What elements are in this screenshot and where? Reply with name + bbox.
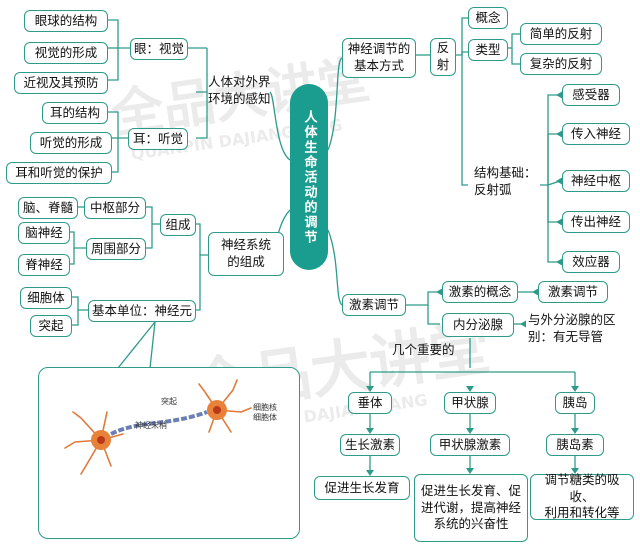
ear-item-protection: 耳和听觉的保护: [6, 162, 112, 184]
neuron-illustration: [64, 379, 252, 475]
composition-node: 组成: [160, 214, 196, 236]
reflex-node: 反 射: [430, 38, 456, 76]
eye-item-formation: 视觉的形成: [24, 42, 108, 64]
brain-spinal-node: 脑、脊髓: [18, 197, 78, 219]
nerve-regulation-node: 神经调节的 基本方式: [342, 38, 416, 78]
cranial-nerve-node: 脑神经: [18, 222, 70, 244]
effect-insulin: 调节糖类的吸收、 利用和转化等: [530, 472, 634, 520]
neuron-label-cellbody: 细胞体: [253, 413, 277, 422]
concept-node: 概念: [468, 7, 508, 29]
cell-body-node: 细胞体: [20, 287, 72, 309]
neuron-diagram: 突起 神经末梢 细胞核 细胞体: [38, 367, 300, 539]
hormone-insulin: 胰岛素: [546, 434, 604, 456]
arc-efferent: 传出神经: [562, 211, 630, 233]
gland-pituitary: 垂体: [348, 392, 392, 414]
ear-item-formation: 听觉的形成: [30, 132, 112, 154]
effect-growth: 促进生长发育: [314, 476, 410, 500]
spinal-nerve-node: 脊神经: [18, 254, 70, 276]
neuron-label-dendrite: 突起: [161, 397, 177, 406]
nervous-system-node: 神经系统 的组成: [208, 232, 284, 276]
hormone-reg-node: 激素调节: [538, 281, 608, 303]
arc-effector: 效应器: [562, 251, 620, 273]
reflex-arc-label: 结构基础： 反射弧: [474, 165, 537, 197]
eye-item-structure: 眼球的结构: [24, 10, 108, 32]
hormone-thyroid: 甲状腺激素: [430, 434, 510, 456]
gland-islet: 胰岛: [555, 392, 595, 414]
gland-thyroid: 甲状腺: [444, 392, 496, 414]
arc-center: 神经中枢: [562, 170, 630, 192]
type-complex-reflex: 复杂的反射: [520, 53, 602, 75]
type-simple-reflex: 简单的反射: [520, 23, 602, 45]
neuron-label-ending: 神经末梢: [135, 421, 167, 430]
ear-hearing-node: 耳：听觉: [128, 128, 188, 150]
eye-item-myopia: 近视及其预防: [14, 72, 108, 94]
eye-vision-node: 眼：视觉: [130, 38, 188, 60]
exocrine-difference: 与外分泌腺的区 别：有无导管: [528, 312, 616, 344]
hormone-regulation-node: 激素调节: [342, 294, 406, 316]
neuron-label-nucleus: 细胞核: [253, 403, 277, 412]
ear-item-structure: 耳的结构: [42, 102, 108, 124]
effect-thyroid: 促进生长发育、促 进代谢，提高神经 系统的兴奋性: [414, 474, 528, 542]
arc-receptor: 感受器: [562, 84, 620, 106]
central-part-node: 中枢部分: [84, 197, 146, 219]
process-node: 突起: [30, 315, 72, 337]
endocrine-gland-node: 内分泌腺: [442, 313, 514, 337]
center-title: 人体生命活动的调节: [290, 84, 328, 270]
type-node: 类型: [468, 39, 508, 61]
hormone-growth: 生长激素: [340, 434, 400, 456]
important-glands-label: 几个重要的: [392, 342, 455, 357]
perception-title: 人体对外界 环境的感知: [208, 74, 271, 106]
neuron-unit-node: 基本单位：神经元: [88, 300, 196, 322]
hormone-concept-node: 激素的概念: [442, 281, 518, 303]
peripheral-part-node: 周围部分: [86, 238, 146, 260]
arc-afferent: 传入神经: [562, 123, 630, 145]
